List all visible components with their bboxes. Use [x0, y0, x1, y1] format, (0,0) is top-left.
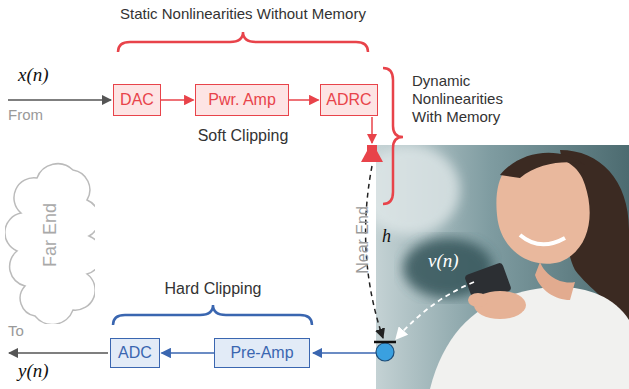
signal-name: h	[382, 226, 391, 247]
dynamic-brace	[383, 68, 403, 204]
smile	[520, 235, 565, 244]
photo-light-blur	[376, 145, 460, 235]
preamp-box: Pre-Amp	[214, 338, 310, 368]
node-text: ADRC	[326, 91, 371, 109]
signal-name: x(n)	[18, 64, 49, 86]
amplifier-box: Pwr. Amp	[195, 84, 289, 116]
hard-clipping-brace	[113, 305, 312, 325]
compressor-box: ADRC	[320, 84, 378, 116]
speaker-magnet	[367, 145, 377, 151]
converter-box: ADC	[110, 338, 160, 368]
group-title: Static Nonlinearities Without Memory	[120, 5, 366, 22]
signal-name: y(n)	[18, 360, 49, 382]
output-wire	[9, 352, 108, 354]
speaker-wire	[371, 117, 373, 143]
thumb	[468, 293, 488, 307]
speech-path	[396, 282, 474, 339]
direction-note: To	[8, 322, 24, 339]
group-title: Soft Clipping	[198, 127, 289, 145]
microphone-top	[374, 341, 396, 344]
cloud-shape	[5, 164, 95, 324]
near-end-photo	[376, 145, 629, 389]
node-text: ADC	[118, 344, 152, 362]
node-text: Pwr. Amp	[208, 91, 276, 109]
direction-note: From	[8, 106, 43, 123]
loudspeaker-symbol	[361, 145, 383, 162]
node-text: Pre-Amp	[230, 344, 293, 362]
static-brace	[118, 32, 368, 52]
node-text: Far End	[40, 203, 61, 267]
white-top	[430, 287, 629, 389]
microphone-symbol	[374, 342, 396, 361]
group-title: Hard Clipping	[165, 280, 262, 298]
signal-arrow	[161, 99, 194, 101]
far-end-cloud: Far End	[5, 146, 95, 324]
microphone-wire	[313, 352, 376, 354]
input-wire	[8, 99, 111, 101]
group-title: Dynamic Nonlinearities With Memory	[412, 72, 524, 126]
converter-box: DAC	[113, 84, 161, 116]
side-label: Near End	[354, 206, 372, 274]
signal-arrow	[289, 99, 319, 101]
node-text: DAC	[120, 91, 154, 109]
hair-fringe	[500, 153, 585, 178]
signal-arrow	[162, 352, 215, 354]
microphone-body	[376, 343, 394, 361]
speaker-cone	[361, 151, 383, 162]
neck	[535, 262, 575, 300]
signal-name: v(n)	[428, 250, 459, 272]
